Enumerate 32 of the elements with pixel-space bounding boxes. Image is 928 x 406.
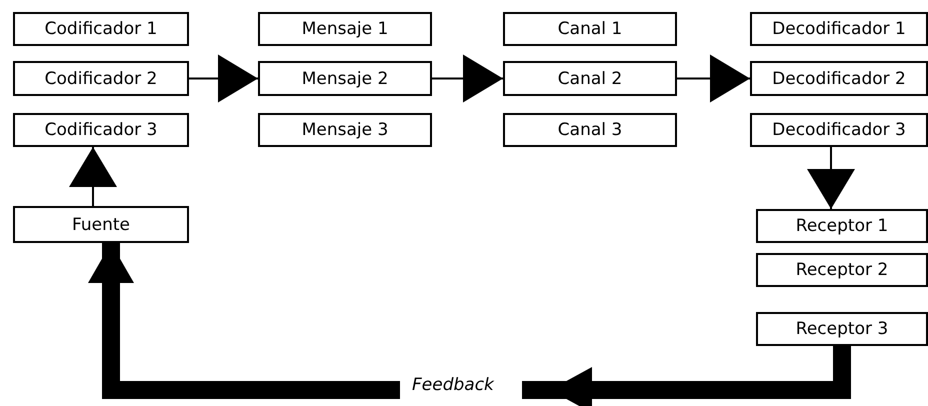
box-label: Codificador 2	[44, 68, 158, 88]
process-box	[258, 113, 432, 147]
box-label: Canal 3	[558, 120, 622, 140]
process-box	[258, 61, 432, 96]
process-box	[750, 113, 928, 147]
box-label: Receptor 1	[796, 216, 888, 236]
box-label: Canal 2	[558, 68, 622, 88]
box-label: Decodificador 1	[772, 19, 906, 39]
box-label: Fuente	[72, 214, 130, 234]
process-box	[258, 12, 432, 46]
box-label: Codificador 3	[44, 120, 158, 140]
process-box	[503, 113, 677, 147]
process-box	[750, 61, 928, 96]
process-box	[503, 61, 677, 96]
box-label: Decodificador 2	[772, 68, 906, 88]
process-box	[13, 113, 189, 147]
process-box	[13, 206, 189, 243]
process-box	[756, 312, 928, 346]
box-label: Receptor 2	[796, 260, 888, 280]
process-box	[13, 12, 189, 46]
box-label: Decodificador 3	[772, 120, 906, 140]
box-label: Codificador 1	[44, 19, 158, 39]
process-box	[750, 12, 928, 46]
box-label: Canal 1	[558, 19, 622, 39]
box-label: Mensaje 2	[302, 68, 388, 88]
process-box	[503, 12, 677, 46]
box-label: Mensaje 1	[302, 19, 388, 39]
process-box	[756, 209, 928, 243]
process-box	[756, 253, 928, 287]
box-label: Receptor 3	[796, 319, 888, 339]
process-box	[13, 61, 189, 96]
box-label: Mensaje 3	[302, 120, 388, 140]
